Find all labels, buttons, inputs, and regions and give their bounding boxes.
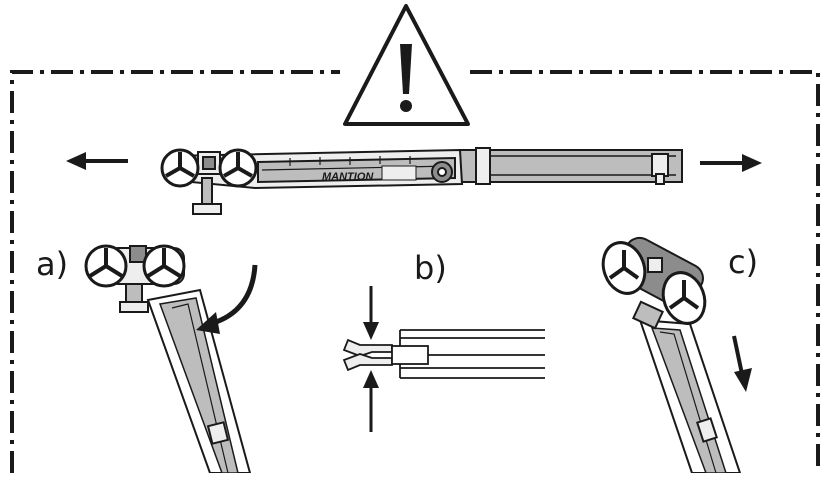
left-arrow-icon (66, 152, 128, 170)
down-arrow-icon (732, 335, 752, 392)
figure-a-assembly (84, 244, 252, 474)
roller-track-assembly (160, 147, 683, 215)
label-c: c) (728, 243, 759, 281)
dash-dot-frame (10, 70, 820, 473)
compress-arrows-icon (363, 286, 379, 432)
label-a: a) (36, 245, 69, 283)
figure-c-assembly (601, 236, 742, 474)
brand-text: MANTION (322, 171, 374, 183)
curved-arrow-icon (196, 264, 258, 334)
figure-b-clip-detail (342, 329, 545, 379)
right-arrow-icon (700, 154, 762, 172)
label-b: b) (414, 249, 447, 287)
warning-triangle-icon (343, 4, 470, 126)
